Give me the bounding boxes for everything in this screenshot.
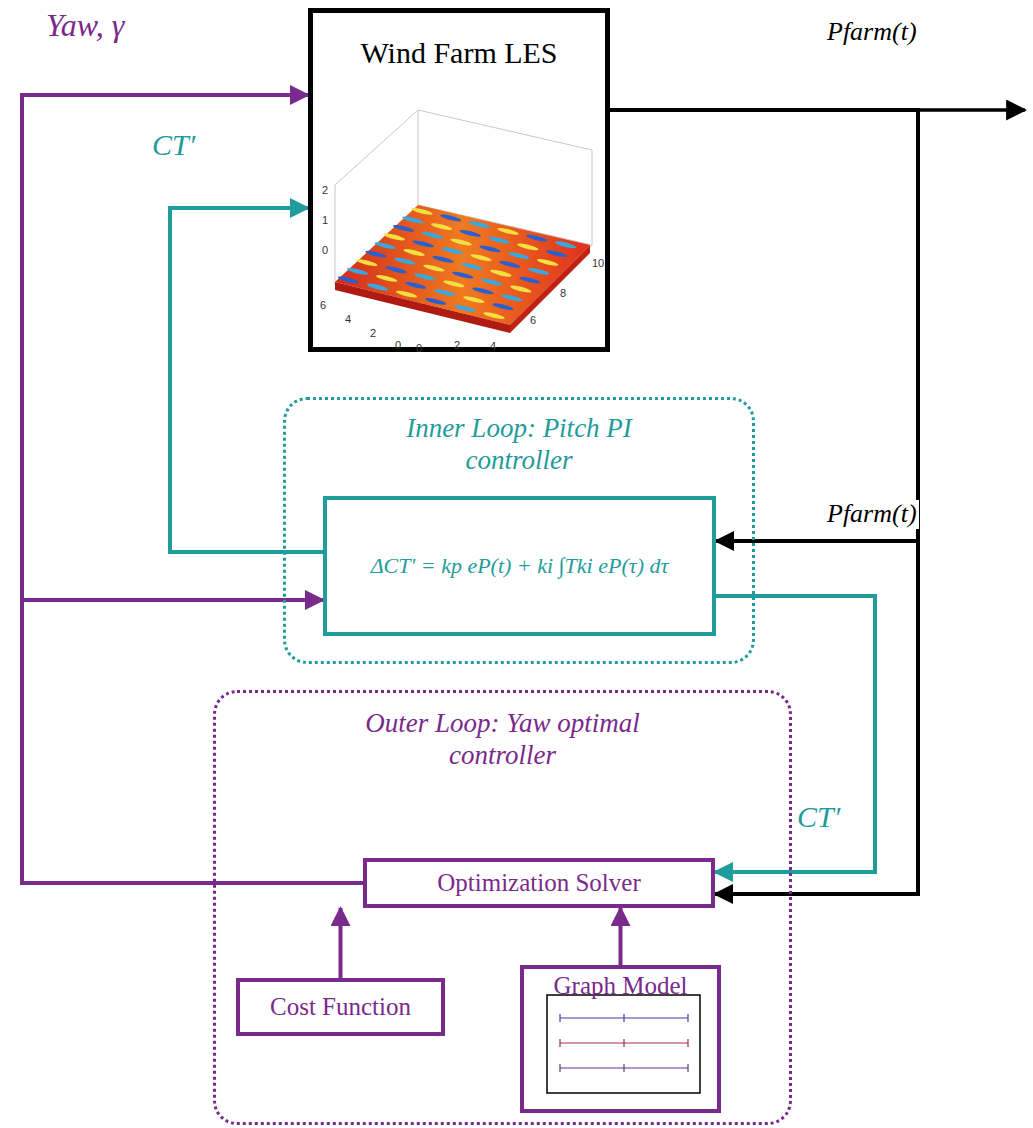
wake-streak <box>488 235 510 245</box>
wake-streak <box>374 241 396 251</box>
signal-label: CT′ <box>150 128 197 161</box>
wake-streak <box>454 304 476 314</box>
node-text: Wind Farm LES <box>360 35 557 71</box>
wake-streak <box>481 277 503 287</box>
signal-label: CT′ <box>795 800 842 833</box>
axis-tick: 2 <box>454 340 460 351</box>
node-text: Outer Loop: Yaw optimal controller <box>338 707 668 772</box>
wake-streak <box>394 256 416 266</box>
wake-streak <box>452 270 474 280</box>
wake-streak <box>439 213 461 223</box>
wake-streak <box>385 265 407 275</box>
model-box: Graph Model <box>520 965 721 1113</box>
wake-streak <box>392 224 414 234</box>
axis-tick: 2 <box>370 328 376 339</box>
wake-streak <box>356 258 378 268</box>
wake-streak <box>423 263 445 273</box>
node-text: Inner Loop: Pitch PI controller <box>369 412 669 477</box>
node-text: ΔCT′ = kp eP(t) + ki ∫Tki eP(τ) dτ <box>371 553 669 579</box>
wake-streak <box>461 262 483 272</box>
wake-streak <box>412 239 434 249</box>
wake-streak <box>479 244 501 254</box>
wake-streak <box>483 311 505 321</box>
wake-streak <box>497 227 519 237</box>
axis-tick: 6 <box>530 315 536 326</box>
wake-streak <box>441 246 463 256</box>
signal-connector <box>715 596 875 872</box>
wake-streak <box>490 268 512 278</box>
simulation-box: Wind Farm LES <box>308 8 610 352</box>
cost-box: Cost Function <box>236 978 445 1036</box>
wake-streak <box>536 258 558 268</box>
axis-tick: 0 <box>395 340 401 351</box>
wake-streak <box>501 293 523 303</box>
wake-streak <box>337 275 359 285</box>
wake-streak <box>470 253 492 263</box>
axis-tick: 10 <box>592 258 604 269</box>
node-text: Cost Function <box>270 992 411 1022</box>
signal-connector <box>22 600 363 883</box>
signal-connector <box>610 110 918 541</box>
wake-streak <box>517 242 539 252</box>
axis-tick: 1 <box>322 215 328 226</box>
axis-tick: 8 <box>560 288 566 299</box>
axis-tick: 0 <box>416 343 422 354</box>
wake-streak <box>375 274 397 284</box>
node-text: Optimization Solver <box>437 868 640 898</box>
axis-tick: 4 <box>490 341 496 352</box>
wake-streak <box>395 289 417 299</box>
wake-streak <box>366 282 388 292</box>
controller-box: ΔCT′ = kp eP(t) + ki ∫Tki eP(τ) dτ <box>323 496 716 636</box>
wake-streak <box>402 215 424 225</box>
wake-streak <box>425 296 447 306</box>
wake-streaks <box>337 206 577 320</box>
axis-tick: 6 <box>320 300 326 311</box>
signal-label: Yaw, γ <box>44 8 126 43</box>
les-surface <box>335 205 590 325</box>
wake-streak <box>459 229 481 239</box>
wake-streak <box>346 266 368 276</box>
wake-streak <box>472 286 494 296</box>
loop-region: Outer Loop: Yaw optimal controllerOptimi… <box>213 690 792 1125</box>
wake-streak <box>554 240 576 250</box>
wake-streak <box>527 267 549 277</box>
loop-region: Inner Loop: Pitch PI controllerΔCT′ = kp… <box>283 397 755 664</box>
wake-streak <box>468 220 490 230</box>
axis-tick: 4 <box>345 314 351 325</box>
signal-connector <box>339 908 343 978</box>
wake-streak <box>492 302 514 312</box>
wake-streak <box>421 230 443 240</box>
wake-streak <box>526 233 548 243</box>
wake-streak <box>434 288 456 298</box>
solver-box: Optimization Solver <box>363 858 715 908</box>
wake-streak <box>463 295 485 305</box>
wake-streak <box>430 222 452 232</box>
les-side <box>335 282 510 333</box>
wake-streak <box>405 281 427 291</box>
signal-connector <box>170 208 323 552</box>
graph-plot-frame <box>547 995 700 1093</box>
signal-label: Pfarm(t) <box>825 500 919 529</box>
wake-streak <box>403 248 425 258</box>
wake-streak <box>432 255 454 265</box>
graph-plot-lines <box>560 1014 688 1072</box>
wake-streak <box>499 260 521 270</box>
wake-streak <box>508 251 530 261</box>
axis-tick: 2 <box>322 185 328 196</box>
wake-streak <box>545 249 567 259</box>
wake-streak <box>365 249 387 259</box>
wake-streak <box>443 279 465 289</box>
wake-streak <box>383 232 405 242</box>
wake-streak <box>411 206 433 216</box>
wake-streak <box>510 284 532 294</box>
axis-tick: 0 <box>322 245 328 256</box>
signal-label: Pfarm(t) <box>825 18 919 47</box>
signal-connector <box>619 908 623 965</box>
wake-streak <box>519 275 541 285</box>
wake-streak <box>414 272 436 282</box>
node-text: Graph Model <box>554 971 688 1001</box>
wake-streak <box>450 237 472 247</box>
